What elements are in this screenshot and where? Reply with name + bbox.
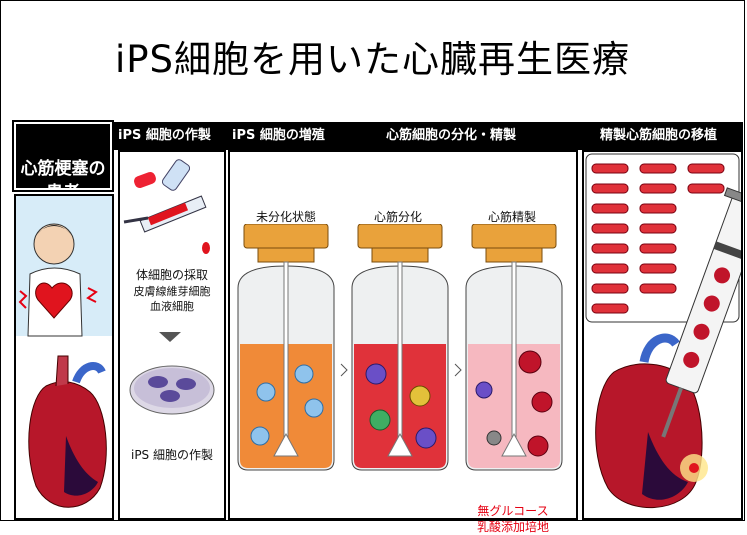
bottle-differentiation: [351, 224, 449, 471]
panel-patient: [14, 194, 114, 520]
collect-label: 体細胞の採取: [135, 268, 208, 282]
syringe: [661, 165, 747, 438]
ips-created-label: iPS 細胞の作製: [130, 448, 213, 462]
patient-heading-box: 心筋梗塞の 患者: [12, 120, 114, 203]
culture-bottles: [237, 224, 563, 471]
header-bar: iPS 細胞の作製 iPS 細胞の増殖 心筋細胞の分化・精製 精製心筋細胞の移植: [14, 122, 743, 150]
header-ips-growth: iPS 細胞の増殖: [232, 128, 325, 143]
slide-title: iPS細胞を用いた心臓再生医療: [114, 38, 631, 81]
bottle-label-purification: 心筋精製: [487, 210, 536, 224]
collect-detail-1: 皮膚線維芽細胞: [133, 285, 211, 298]
bottle-label-undifferentiated: 未分化状態: [255, 210, 316, 224]
syringe-tubes-illustration: [123, 159, 210, 254]
bottle-purification: [465, 224, 563, 471]
transplant-illustration: [585, 153, 747, 508]
medium-note-1: 無グルコース: [477, 504, 549, 518]
process-diagram: iPS 細胞の作製 iPS 細胞の増殖 心筋細胞の分化・精製 精製心筋細胞の移植…: [12, 120, 747, 534]
panel-transplant: [582, 150, 747, 520]
cardiomyocyte-sheet: [591, 163, 725, 314]
patient-illustration: [16, 196, 112, 508]
petri-dish-illustration: [129, 365, 215, 415]
collect-detail-2: 血液細胞: [150, 300, 194, 313]
bottle-label-differentiation: 心筋分化: [373, 210, 422, 224]
panel-culture: 未分化状態 心筋分化 心筋精製: [228, 150, 578, 534]
medium-note-2: 乳酸添加培地: [476, 520, 549, 534]
down-arrow: [159, 332, 181, 342]
panel-ips-creation: 体細胞の採取 皮膚線維芽細胞 血液細胞 iPS 細胞の作製: [118, 150, 226, 520]
bottle-undifferentiated: [237, 224, 335, 471]
header-differentiation: 心筋細胞の分化・精製: [386, 128, 517, 143]
header-ips-creation: iPS 細胞の作製: [118, 128, 211, 143]
header-transplant: 精製心筋細胞の移植: [600, 128, 718, 143]
